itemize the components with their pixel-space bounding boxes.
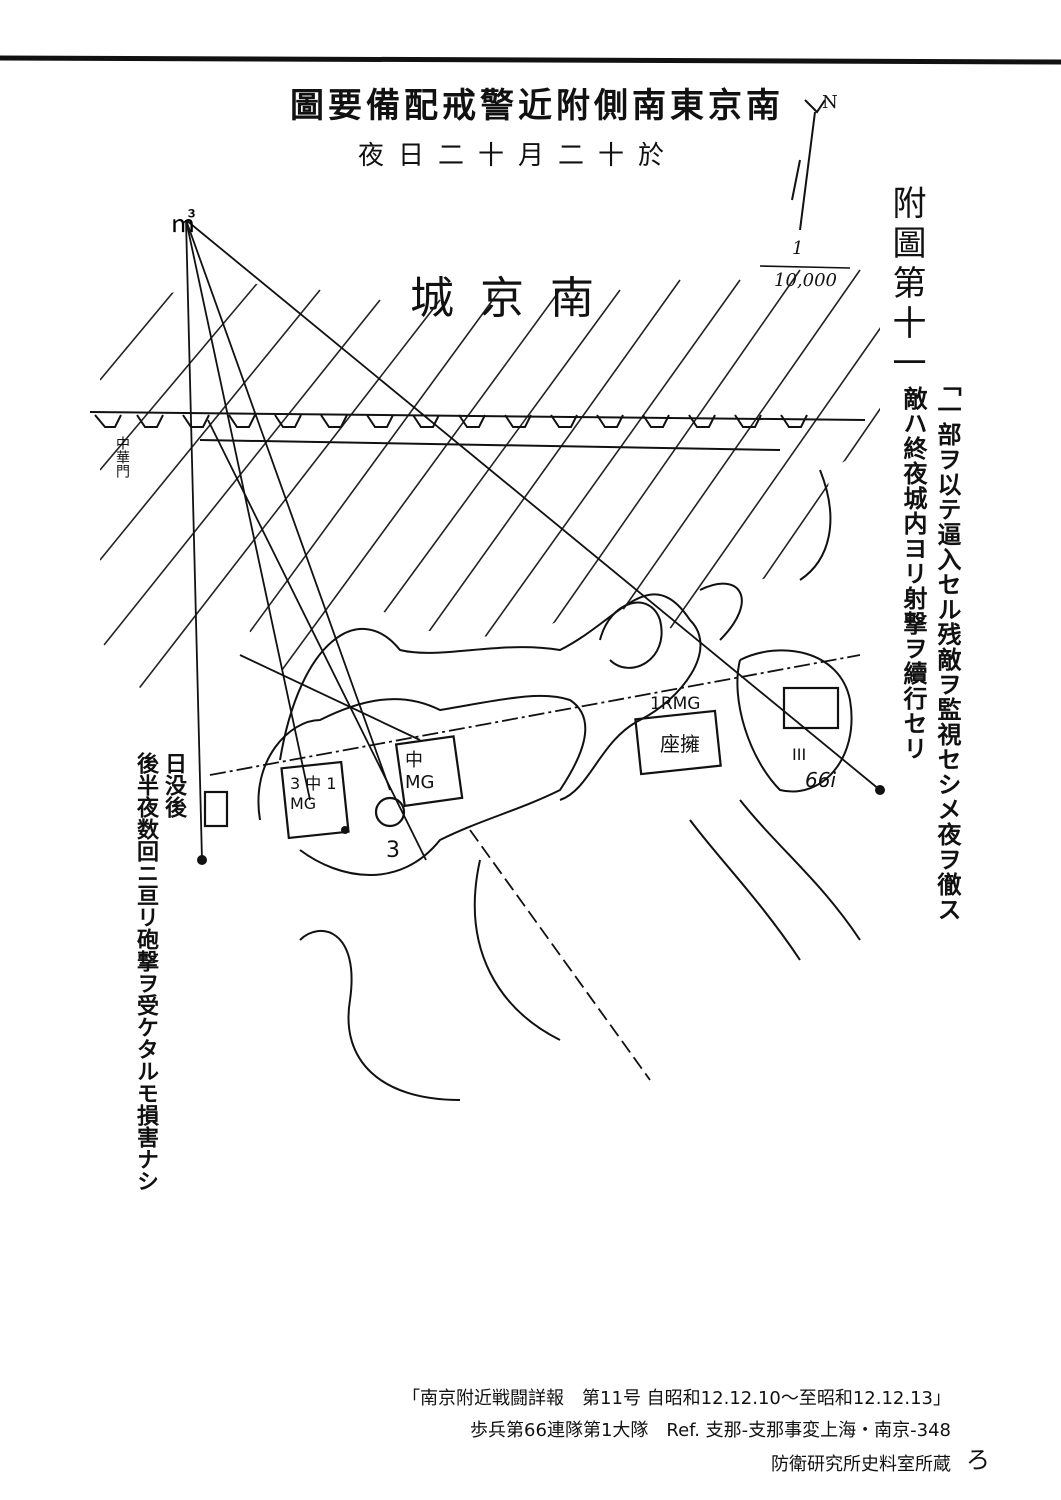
unit-label-regiment: 66i bbox=[805, 768, 837, 792]
note-left-1: 日没後 bbox=[161, 752, 187, 818]
map-date: 於十二月十二日夜 bbox=[358, 141, 679, 171]
terrain-contours bbox=[257, 469, 861, 1101]
fire-lines bbox=[185, 219, 881, 1081]
unit-label-mg-left: 3 中 1 MG bbox=[290, 774, 337, 813]
unit-label-gun: 座擁 bbox=[660, 732, 700, 756]
position-dots bbox=[197, 785, 885, 865]
scale-numerator: 1 bbox=[792, 238, 804, 259]
city-label: 南京城 bbox=[410, 273, 620, 324]
unit-label-rmg: 1RMG bbox=[650, 694, 701, 714]
city-wall bbox=[89, 411, 866, 451]
unit-label-3: 3 bbox=[386, 838, 400, 863]
page-border-line bbox=[0, 55, 1061, 65]
footer-line-2: 歩兵第66連隊第1大隊 Ref. 支那-支那事変上海・南京-348 bbox=[470, 1420, 951, 1441]
figure-number: 附圖第十一 bbox=[886, 185, 926, 385]
artillery-symbol-icon: ㎥ bbox=[170, 209, 196, 239]
scale-denominator: 10,000 bbox=[774, 270, 837, 291]
scale-divider bbox=[759, 265, 851, 269]
footer-line-1: 「南京附近戦闘詳報 第11号 自昭和12.12.10〜至昭和12.12.13」 bbox=[402, 1388, 951, 1409]
gate-label: 中華門 bbox=[114, 436, 130, 478]
page-mark: ろ bbox=[966, 1446, 990, 1474]
north-label: N bbox=[822, 92, 838, 113]
footer-line-3: 防衛研究所史料室所蔵 bbox=[771, 1454, 951, 1475]
unit-label-mg-center: 中 MG bbox=[405, 750, 435, 793]
unit-label-battalion: III bbox=[792, 745, 807, 764]
note-right-2: 敵ハ終夜城内ヨリ射撃ヲ續行セリ bbox=[899, 386, 928, 761]
unit-positions bbox=[203, 686, 840, 840]
map-title: 南京東南側附近警戒配備要圖 bbox=[290, 86, 784, 126]
note-right-1: 「一部ヲ以テ逼入セル残敵ヲ監視セシメ夜ヲ徹ス bbox=[933, 372, 962, 922]
city-hatching bbox=[100, 259, 880, 700]
north-arrow-icon bbox=[791, 99, 826, 231]
note-left-2: 後半夜数回ニ亘リ砲撃ヲ受ケタルモ損害ナシ bbox=[133, 752, 159, 1192]
